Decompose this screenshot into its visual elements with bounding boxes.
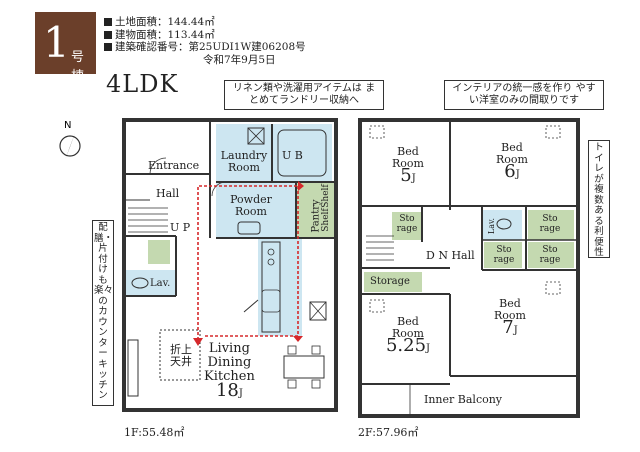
property-info: 土地面積：144.44㎡ 建物面積：113.44㎡ 建築確認番号：第25UDI1… [104, 16, 306, 66]
shelf-label-2: Shelf [320, 208, 331, 232]
floor1-area: 1F:55.48㎡ [124, 426, 185, 439]
bed1-label: Bed Room 5J [392, 145, 424, 186]
floor2-area: 2F:57.96㎡ [358, 426, 419, 439]
bed2-label: Bed Room 6J [496, 141, 528, 182]
north-arrow-icon: N [59, 120, 81, 160]
storage-b-label: Sto rage [539, 214, 561, 234]
info-line-building: 建物面積：113.44㎡ [104, 29, 306, 42]
info-line-land: 土地面積：144.44㎡ [104, 16, 306, 29]
lav-label-2f: Lav. [487, 217, 497, 235]
shelf-label-1: Shelf [320, 184, 331, 208]
laundry-label: Laundry Room [220, 149, 268, 174]
ceiling-label: 折上 天井 [170, 343, 192, 368]
toilet-callout: トイレが複数ある利便性 [588, 140, 610, 258]
building-number-badge: 1 号棟 [35, 12, 96, 84]
up-label: U P [170, 221, 191, 234]
layout-type: 4LDK [106, 70, 179, 98]
storage-c-label: Sto rage [493, 245, 515, 265]
powder-label: Powder Room [230, 193, 272, 218]
balcony-label: Inner Balcony [424, 393, 503, 406]
lav-label-1f: Lav. [150, 278, 171, 289]
bed3-label: Bed Room 7J [494, 297, 526, 338]
building-number: 1 [43, 18, 70, 67]
svg-text:N: N [64, 120, 71, 131]
hall-label: Hall [156, 187, 180, 200]
ub-label: U B [282, 149, 303, 162]
info-line-permit: 建築確認番号：第25UDI1W建06208号 [104, 41, 306, 54]
laundry-callout: リネン類や洗濯用アイテムは まとめてランドリー収納へ [224, 80, 384, 110]
entrance-label: Entrance [148, 159, 200, 172]
building-unit: 号棟 [71, 50, 85, 84]
dn-hall-label: D N Hall [426, 249, 475, 262]
storage-label: Storage [370, 276, 410, 287]
floor2-plan [358, 118, 580, 418]
kitchen-callout: 配膳・片付けも楽々のカウンターキッチン [92, 220, 114, 406]
storage-d-label: Sto rage [539, 245, 561, 265]
floor1-plan [122, 118, 338, 412]
bed4-label: Bed Room 5.25J [385, 315, 431, 356]
storage-a-label: Sto rage [396, 214, 418, 234]
info-line-date: 令和7年9月5日 [203, 53, 276, 66]
interior-callout: インテリアの統一感を作り やすい洋室のみの間取りです [444, 80, 604, 110]
ldk-label: Living Dining Kitchen 18J [204, 341, 255, 401]
